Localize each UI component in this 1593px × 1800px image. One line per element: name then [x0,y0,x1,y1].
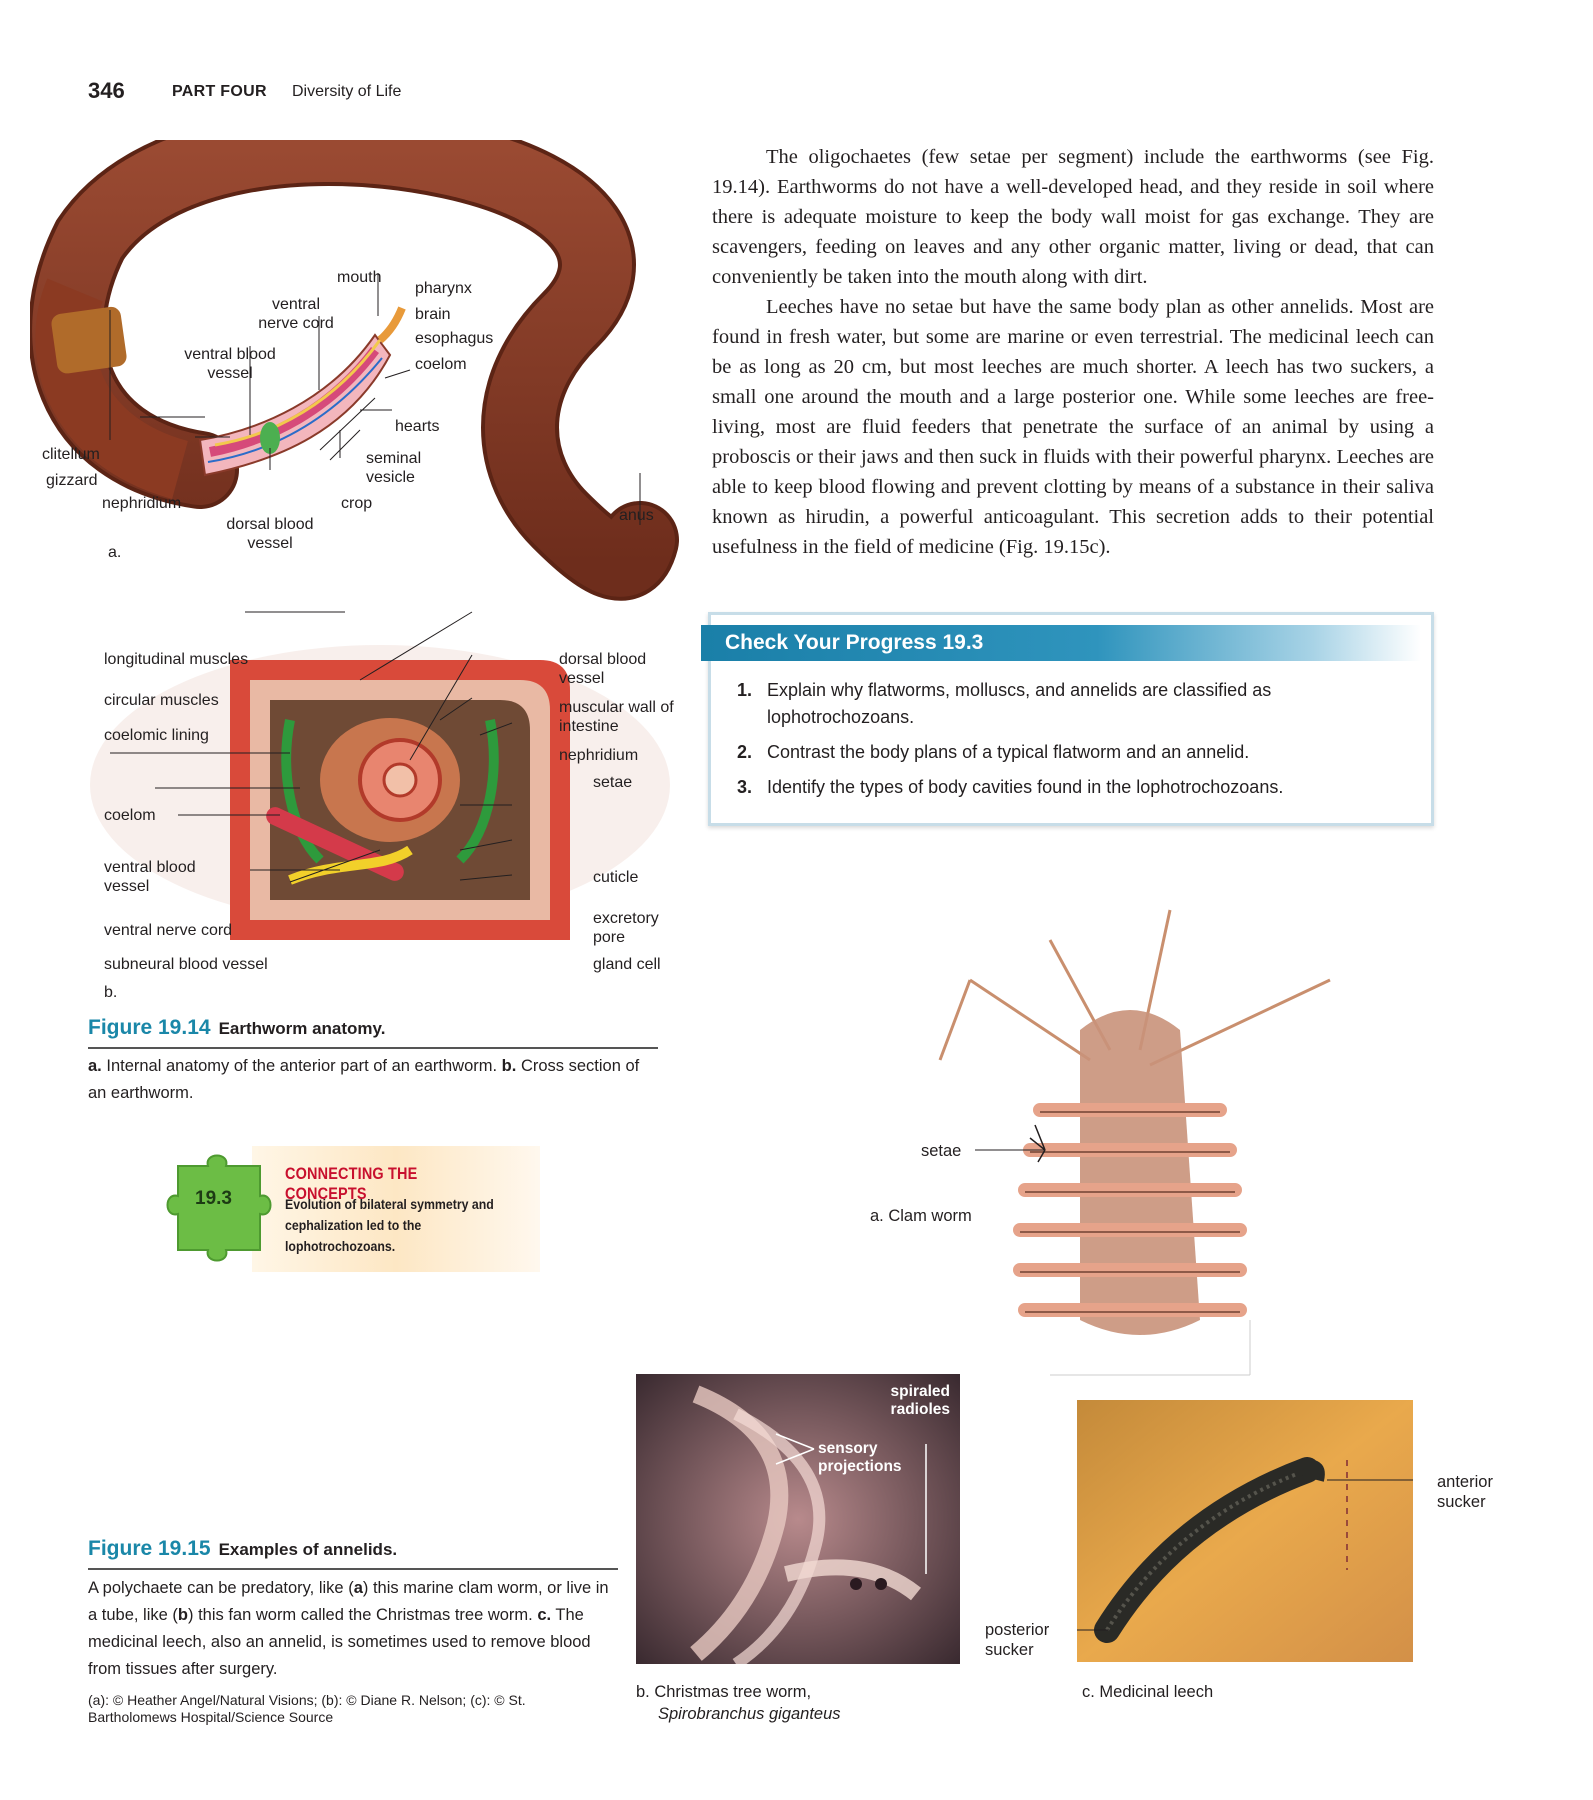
earthworm-internal-anatomy-illustration [30,140,679,601]
label-dorsal-blood-vessel: dorsal blood vessel [226,516,314,552]
label-clitellum: clitellum [42,446,100,463]
figure-19-14-subtitle: Earthworm anatomy. [218,1019,386,1038]
label-coelomic-lining: coelomic lining [104,727,209,744]
label-posterior-sucker: posterior sucker [985,1621,1050,1659]
label-spirobranchus: Spirobranchus giganteus [658,1705,841,1723]
label-medicinal-leech: c. Medicinal leech [1082,1683,1214,1701]
label-dorsal-blood-vessel-b: dorsal blood vessel [559,651,647,687]
earthworm-cross-section-illustration [90,611,670,940]
figure-19-15-rule [88,1568,618,1570]
figure-19-15-heading: Figure 19.15 Examples of annelids. [88,1537,618,1561]
clam-worm-photo [938,909,1331,1376]
label-pharynx: pharynx [415,280,472,297]
label-gizzard: gizzard [46,472,98,489]
label-spiraled-radioles: spiraled radioles [890,1383,950,1418]
check-your-progress-box: Check Your Progress 19.3 1.Explain why f… [701,612,1434,826]
list-item: 1.Explain why flatworms, molluscs, and a… [737,680,1272,727]
label-christmas-tree-worm: b. Christmas tree worm, [636,1683,812,1701]
connecting-concepts-box: 19.3 CONNECTING THE CONCEPTS Evolution o… [160,1146,540,1272]
figure-19-14-rule [88,1047,658,1049]
figure-19-14-heading: Figure 19.14 Earthworm anatomy. [88,1016,658,1040]
connecting-concepts-text: Evolution of bilateral symmetry and ceph… [285,1196,494,1254]
label-sensory-projections: sensory projections [818,1440,902,1475]
label-ventral-blood-vessel: ventral blood vessel [184,346,276,382]
label-esophagus: esophagus [415,330,494,347]
figure-19-15-caption: A polychaete can be predatory, like (a) … [88,1579,609,1678]
connecting-concepts-title: CONNECTING THE CONCEPTS [285,1164,418,1203]
part-label: PART FOUR [172,83,267,100]
check-your-progress-title: Check Your Progress 19.3 [701,625,1421,661]
medicinal-leech-photo [1077,1400,1413,1662]
label-ventral-nerve-cord: ventral nerve cord [258,296,334,332]
puzzle-piece-icon [166,1154,272,1262]
part-title: Diversity of Life [292,83,402,100]
photo-credit: (a): © Heather Angel/Natural Visions; (b… [88,1692,526,1725]
label-coelom: coelom [415,356,467,373]
label-nephridium-b: nephridium [559,747,639,764]
label-muscular-wall-intestine: muscular wall of intestine [559,699,674,735]
figure-19-15-subtitle: Examples of annelids. [218,1540,398,1559]
connecting-concepts-background [252,1146,540,1272]
label-anus: anus [619,507,654,524]
label-brain: brain [415,306,451,323]
body-text: The oligochaetes (few setae per segment)… [712,142,1434,562]
label-longitudinal-muscles: longitudinal muscles [104,651,249,668]
label-crop: crop [341,495,373,512]
label-nephridium: nephridium [102,495,182,512]
connecting-concepts-number: 19.3 [195,1188,232,1209]
list-item: 3.Identify the types of body cavities fo… [737,777,1284,797]
figure-19-14-caption: a. Internal anatomy of the anterior part… [88,1057,640,1102]
paragraph-oligochaetes: The oligochaetes (few setae per segment)… [712,146,1434,288]
label-excretory-pore: excretory pore [593,910,659,946]
panel-label-b: b. [104,984,118,1001]
label-coelom-b: coelom [104,807,156,824]
label-subneural-blood-vessel: subneural blood vessel [104,956,268,973]
label-setae-photo: setae [921,1142,962,1160]
label-ventral-blood-vessel-b: ventral blood vessel [104,859,196,895]
check-your-progress-list: 1.Explain why flatworms, molluscs, and a… [737,677,1417,809]
label-cuticle: cuticle [593,869,639,886]
figure-19-15-title: Figure 19.15 [88,1537,211,1560]
paragraph-leeches: Leeches have no setae but have the same … [712,296,1434,558]
panel-label-a: a. [108,544,122,561]
christmas-tree-worm-photo [636,1374,960,1664]
label-gland-cell: gland cell [593,956,661,973]
label-mouth: mouth [337,269,382,286]
label-clam-worm: a. Clam worm [870,1207,972,1225]
list-item: 2.Contrast the body plans of a typical f… [737,742,1250,762]
figure-19-14-title: Figure 19.14 [88,1016,211,1039]
label-circular-muscles: circular muscles [104,692,219,709]
page-number: 346 [88,78,125,103]
label-anterior-sucker: anterior sucker [1437,1473,1493,1511]
label-setae-b: setae [593,774,633,791]
label-hearts: hearts [395,418,440,435]
label-seminal-vesicle: seminal vesicle [366,450,422,486]
label-ventral-nerve-cord-b: ventral nerve cord [104,922,233,939]
